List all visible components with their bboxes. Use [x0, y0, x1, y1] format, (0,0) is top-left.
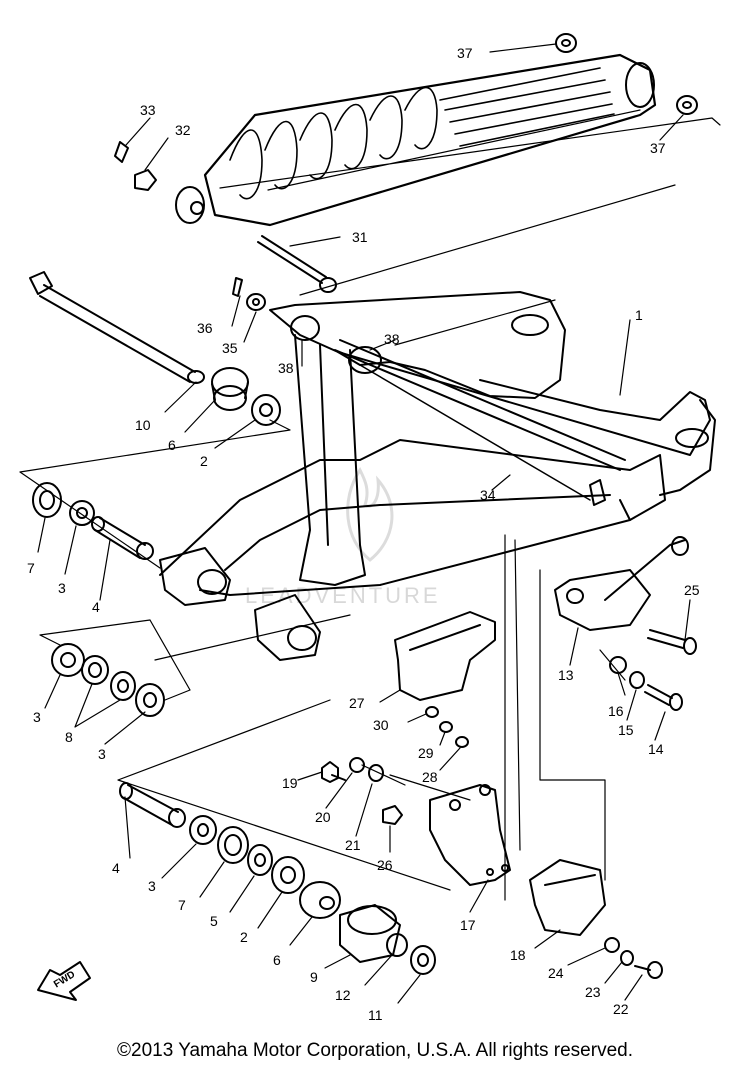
label-part-12: 12: [335, 987, 351, 1003]
leader-lines: [37, 43, 691, 1004]
bearing-3-mid: [51, 643, 85, 677]
pivot-shaft-10: [29, 271, 205, 384]
label-part-3-mid: 3: [33, 709, 41, 725]
washer-35: [246, 293, 266, 311]
chain-guard-27: [394, 611, 496, 701]
bolt-25: [647, 629, 697, 655]
nut-11: [410, 945, 436, 975]
bolt-31: [257, 235, 337, 293]
label-part-33: 33: [140, 102, 156, 118]
cotter-pin-33: [114, 141, 129, 163]
collar-4-lower: [119, 782, 186, 828]
washer-37-top: [555, 33, 577, 53]
label-part-11: 11: [368, 1007, 383, 1023]
label-part-9: 9: [310, 969, 318, 985]
washer-2-upper: [251, 394, 281, 426]
washer-23: [620, 950, 634, 966]
copyright-notice: ©2013 Yamaha Motor Corporation, U.S.A. A…: [117, 1040, 633, 1061]
label-part-17: 17: [460, 917, 476, 933]
label-part-6-upper: 6: [168, 437, 176, 453]
washer-8a: [81, 655, 109, 685]
label-part-22: 22: [613, 1001, 629, 1017]
nut-26: [382, 805, 403, 825]
bushing-6-upper: [211, 367, 249, 411]
washer-5: [247, 844, 273, 876]
swingarm-1: [159, 291, 716, 596]
label-part-38-right: 38: [384, 331, 400, 347]
label-part-37-top: 37: [457, 45, 473, 61]
label-part-25: 25: [684, 582, 700, 598]
label-part-31: 31: [352, 229, 368, 245]
label-part-15: 15: [618, 722, 634, 738]
part-labels: 37 37 33 32 31 36 35 38 38 1 10 6 2 34 7…: [27, 45, 700, 1023]
label-part-29: 29: [418, 745, 434, 761]
label-part-7-lower: 7: [178, 897, 186, 913]
label-part-10: 10: [135, 417, 151, 433]
label-part-7-upper: 7: [27, 560, 35, 576]
label-part-26: 26: [377, 857, 393, 873]
screw-28: [455, 736, 469, 748]
guard-18: [529, 859, 606, 936]
label-part-6-lower: 6: [273, 952, 281, 968]
bracket-13: [554, 536, 689, 631]
label-part-5: 5: [210, 913, 218, 929]
label-part-3-upper: 3: [58, 580, 66, 596]
label-part-24: 24: [548, 965, 564, 981]
cotter-pin-36: [232, 277, 243, 297]
label-part-37-right: 37: [650, 140, 666, 156]
label-part-3-bottom: 3: [148, 878, 156, 894]
label-part-30: 30: [373, 717, 389, 733]
label-part-2-lower: 2: [240, 929, 248, 945]
label-part-4-upper: 4: [92, 599, 100, 615]
label-part-3-lower: 3: [98, 746, 106, 762]
label-part-20: 20: [315, 809, 331, 825]
washer-30: [425, 706, 439, 718]
washer-12: [386, 933, 408, 957]
label-part-23: 23: [585, 984, 601, 1000]
shock-absorber: [175, 53, 657, 227]
bolt-19: [321, 761, 346, 783]
label-part-27: 27: [349, 695, 365, 711]
bearing-3-lower: [135, 683, 165, 717]
label-part-21: 21: [345, 837, 361, 853]
label-part-32: 32: [175, 122, 191, 138]
washer-8b: [110, 671, 136, 701]
seal-7-lower: [217, 826, 249, 864]
washer-21: [368, 764, 384, 782]
label-part-14: 14: [648, 741, 664, 757]
bolt-14: [644, 684, 683, 711]
washer-29: [439, 721, 453, 733]
label-part-35: 35: [222, 340, 238, 356]
pivot-boss-left: [159, 547, 231, 606]
label-part-34: 34: [480, 487, 496, 503]
washer-20: [349, 757, 365, 773]
reference-lines: [19, 109, 721, 901]
label-part-19: 19: [282, 775, 298, 791]
washer-15: [629, 671, 645, 689]
bushing-6-lower: [299, 881, 341, 919]
watermark-flame-icon: [346, 467, 394, 562]
shaft-34: [359, 364, 591, 501]
label-part-8: 8: [65, 729, 73, 745]
label-part-2-upper: 2: [200, 453, 208, 469]
bearing-3-upper: [69, 500, 95, 526]
washer-37-right: [676, 95, 698, 115]
label-part-13: 13: [558, 667, 574, 683]
label-part-28: 28: [422, 769, 438, 785]
bolt-22: [634, 961, 663, 979]
label-part-38-left: 38: [278, 360, 294, 376]
label-part-4-lower: 4: [112, 860, 120, 876]
washer-2-lower: [271, 856, 305, 894]
bearing-3-bottom: [189, 815, 217, 845]
seal-7-upper: [32, 482, 62, 518]
washer-24: [604, 937, 620, 953]
label-part-36: 36: [197, 320, 213, 336]
label-part-16: 16: [608, 703, 624, 719]
nut-32: [134, 169, 157, 191]
label-part-1: 1: [635, 307, 643, 323]
fwd-arrow-icon: FWD: [37, 961, 91, 1001]
collar-4-upper: [91, 516, 154, 560]
label-part-18: 18: [510, 947, 526, 963]
